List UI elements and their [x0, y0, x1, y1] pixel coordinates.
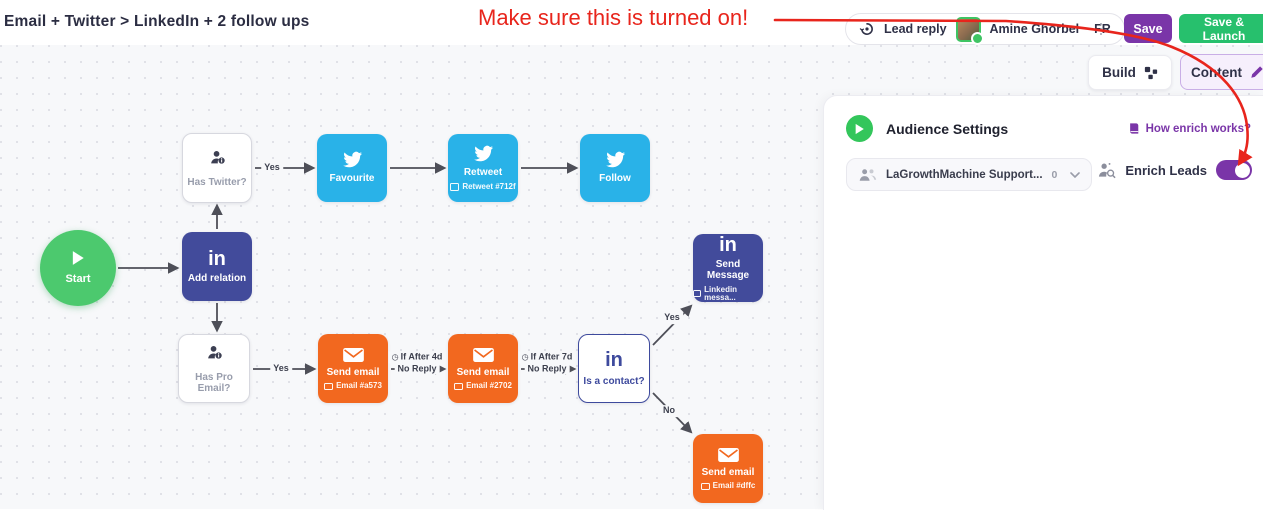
flow-node-has-pro-email[interactable]: Has Pro Email? [178, 334, 250, 403]
panel-title: Audience Settings [886, 121, 1009, 137]
toggle-knob [1234, 162, 1250, 178]
enrich-leads-label: Enrich Leads [1125, 162, 1207, 178]
how-enrich-works-link[interactable]: How enrich works? [1128, 122, 1251, 135]
node-label: Send email [701, 466, 755, 478]
kebab-menu-icon[interactable] [1092, 18, 1110, 40]
account-pill[interactable]: Lead reply Amine Ghorbel FR [845, 13, 1125, 45]
chevron-down-icon [1070, 171, 1081, 178]
node-label: Has Pro Email? [195, 371, 233, 395]
audience-dropdown[interactable]: LaGrowthMachine Support... 0 [846, 158, 1092, 191]
node-label: Is a contact? [583, 375, 645, 387]
twitter-bird-icon [605, 151, 626, 169]
message-icon [693, 289, 702, 298]
envelope-icon [342, 347, 365, 363]
twitter-bird-icon [473, 145, 494, 163]
message-icon [324, 382, 334, 390]
node-label: Send email [326, 366, 380, 378]
flow-node-has-twitter[interactable]: Has Twitter? [182, 133, 252, 203]
content-tab-label: Content [1191, 64, 1242, 80]
node-label: Favourite [329, 173, 375, 185]
enrich-leads-row: Enrich Leads [1097, 160, 1252, 180]
node-label: Retweet [463, 167, 503, 179]
flow-node-follow[interactable]: Follow [580, 134, 650, 202]
build-tab-label: Build [1102, 65, 1136, 80]
flow-node-is-a-contact[interactable]: in Is a contact? [578, 334, 650, 403]
linkedin-icon: in [719, 233, 737, 256]
linkedin-icon: in [605, 348, 623, 371]
play-icon [71, 250, 85, 266]
content-tab[interactable]: Content [1180, 54, 1263, 90]
linkedin-icon: in [208, 247, 226, 270]
build-tab[interactable]: Build [1088, 55, 1172, 90]
audience-count: 0 [1051, 168, 1058, 181]
node-label: Add relation [187, 272, 247, 284]
person-info-icon [205, 343, 224, 362]
message-icon [454, 382, 464, 390]
edge-label: Yes [261, 162, 283, 174]
node-label: Start [65, 273, 91, 286]
envelope-icon [717, 447, 740, 463]
person-search-icon [1097, 161, 1116, 179]
avatar[interactable] [955, 16, 984, 45]
clock-icon: ◷ [391, 352, 399, 362]
node-sublabel: Email #2702 [454, 382, 512, 390]
people-icon [858, 167, 877, 183]
flow-node-favourite[interactable]: Favourite [317, 134, 387, 202]
audience-dropdown-label: LaGrowthMachine Support... [886, 168, 1043, 181]
sitemap-icon [1144, 66, 1158, 80]
edge-label: Yes [661, 312, 683, 324]
node-label: Has Twitter? [187, 176, 247, 188]
node-sublabel: Linkedin messa... [693, 285, 763, 302]
user-name: Amine Ghorbel [989, 22, 1080, 36]
pencil-icon [1250, 65, 1263, 79]
lead-reply-icon [859, 21, 875, 37]
person-info-icon [208, 148, 227, 167]
node-label: Send email [456, 366, 510, 378]
node-sublabel: Email #a573 [324, 382, 382, 390]
envelope-icon [472, 347, 495, 363]
how-enrich-works-label: How enrich works? [1145, 122, 1251, 135]
node-label: Follow [599, 173, 631, 185]
lead-reply-label: Lead reply [884, 22, 947, 36]
node-sublabel: Email #dffc [700, 482, 755, 490]
twitter-bird-icon [342, 151, 363, 169]
book-icon [1128, 122, 1140, 135]
enrich-leads-toggle[interactable] [1216, 160, 1252, 180]
online-status-dot [970, 31, 984, 45]
node-label: Send Message [706, 258, 750, 282]
edge-label: Yes [270, 363, 292, 375]
message-icon [700, 482, 710, 490]
save-launch-button[interactable]: Save & Launch [1179, 14, 1263, 43]
save-button[interactable]: Save [1124, 14, 1172, 43]
node-sublabel: Retweet #712f [450, 182, 516, 191]
annotation-text: Make sure this is turned on! [478, 5, 749, 30]
flow-node-start[interactable]: Start [40, 230, 116, 306]
edge-label: No [660, 405, 678, 417]
page-title: Email + Twitter > LinkedIn + 2 follow up… [4, 13, 310, 30]
audience-settings-panel: Audience Settings How enrich works? LaGr… [823, 95, 1263, 510]
play-icon [846, 115, 873, 142]
clock-icon: ◷ [521, 352, 529, 362]
message-icon [450, 183, 460, 191]
